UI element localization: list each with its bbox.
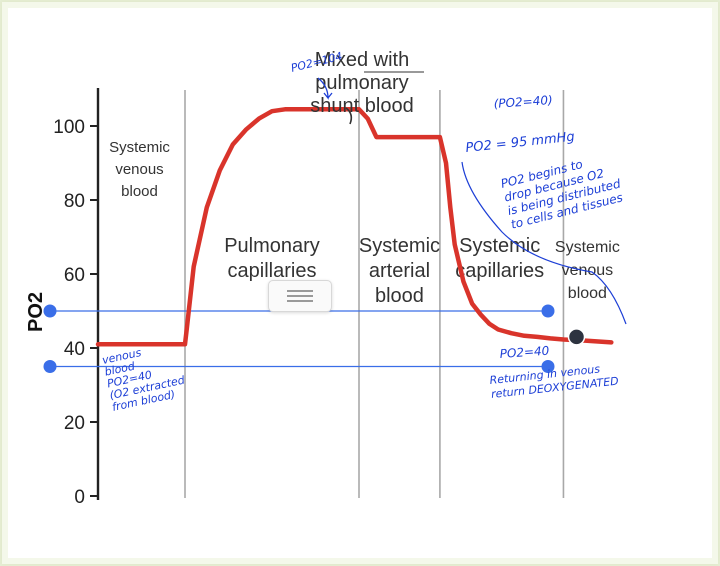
shunt-po2-note: (PO2=40) — [493, 93, 553, 111]
po2-curve — [95, 107, 614, 347]
y-tick-label: 100 — [53, 117, 85, 138]
region-lines — [184, 90, 565, 498]
venous-po2-note: venousbloodPO2=40(O2 extractedfrom blood… — [101, 338, 189, 414]
y-tick-label: 0 — [74, 487, 85, 508]
series-layer — [95, 107, 614, 347]
guide-handle[interactable] — [43, 304, 57, 318]
po2-95-note: PO2 = 95 mmHg — [465, 130, 575, 156]
guide-handle[interactable] — [43, 360, 57, 373]
guide-handle[interactable] — [541, 360, 555, 373]
return-po2-note: PO2=40 — [499, 344, 550, 361]
y-tick-label: 80 — [64, 191, 85, 212]
guide-handle[interactable] — [541, 304, 555, 318]
note-icon[interactable] — [268, 280, 332, 312]
shunt-pointer — [345, 107, 353, 125]
po2-104-arrow — [317, 77, 333, 100]
y-axis-label: PO2 — [25, 292, 47, 332]
y-tick-label: 20 — [64, 413, 85, 434]
data-point-marker[interactable] — [567, 328, 586, 346]
chart-frame — [8, 8, 712, 558]
drop-bracket — [461, 161, 627, 325]
y-tick-label: 40 — [64, 339, 85, 360]
y-tick-label: 60 — [64, 265, 85, 286]
po2-drop-note: PO2 begins todrop because O2is being dis… — [499, 149, 625, 231]
